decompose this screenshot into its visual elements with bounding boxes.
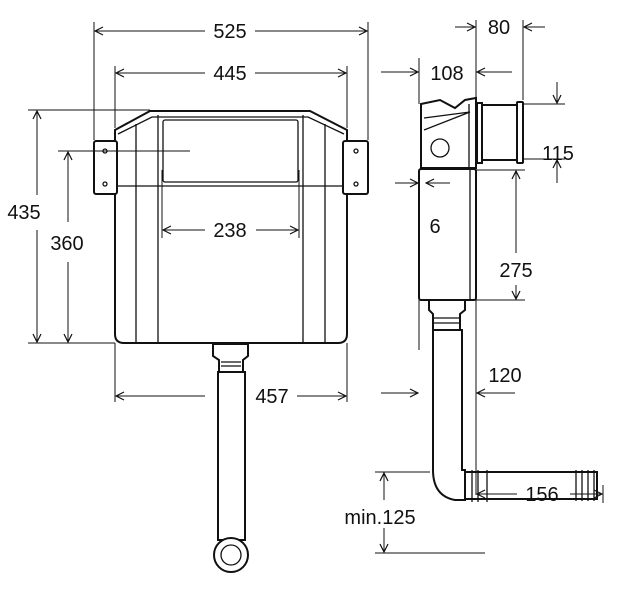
left-bracket	[93, 140, 118, 195]
flush-pipe	[217, 371, 246, 541]
dim-445: 445	[213, 63, 246, 85]
dim-525: 525	[213, 21, 246, 43]
dim-108: 108	[430, 63, 463, 85]
side-body	[418, 168, 477, 301]
outlet-neck	[212, 343, 249, 373]
dim-120: 120	[488, 365, 521, 387]
dim-6: 6	[429, 216, 440, 238]
right-bracket	[342, 140, 369, 195]
dim-457: 457	[255, 386, 288, 408]
dim-min-125: min.125	[344, 507, 415, 529]
side-top-housing	[420, 96, 477, 169]
dim-238: 238	[213, 220, 246, 242]
front-view: 525 445 238 457 435 360	[7, 21, 369, 573]
dim-275: 275	[499, 260, 532, 282]
dim-115: 115	[542, 143, 574, 165]
dim-360: 360	[50, 233, 83, 255]
side-view: 80 108 115 6 275 120 156 min.125	[344, 17, 604, 554]
cistern-body	[114, 110, 348, 344]
float-valve	[430, 138, 450, 158]
side-flush-pipe	[432, 329, 466, 501]
dim-80: 80	[488, 17, 510, 39]
dim-156: 156	[525, 484, 558, 506]
pipe-end-ring	[213, 537, 249, 573]
dim-435: 435	[7, 202, 40, 224]
inlet-stub	[480, 104, 520, 161]
